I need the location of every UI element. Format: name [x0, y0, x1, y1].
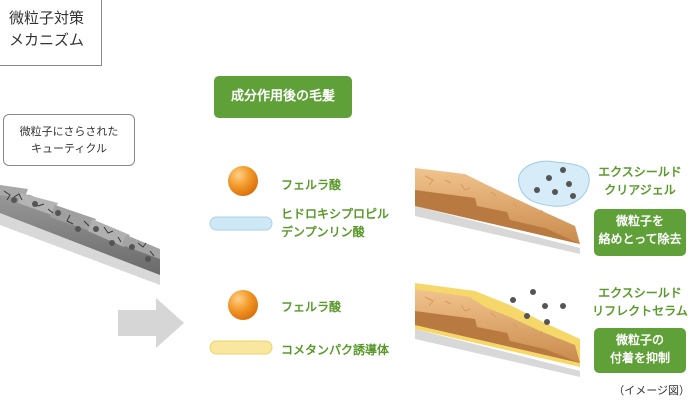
row1-effect-badge: 微粒子を 絡めとって除去 — [594, 209, 686, 256]
floating-particles — [510, 289, 566, 325]
right-arrow-icon — [118, 298, 184, 348]
row1-effect-line-1: 微粒子を — [615, 214, 664, 228]
yellow-capsule-icon — [209, 340, 273, 355]
particle — [145, 256, 151, 262]
particle — [129, 244, 135, 250]
particle — [109, 240, 115, 246]
diagram-title: 微粒子対策 メカニズム — [0, 0, 102, 66]
particle — [75, 226, 81, 232]
particle — [32, 201, 38, 207]
cuticle-label-line-2: キューティクル — [30, 142, 107, 155]
row1-product-name: エクスシールド クリアジェル — [585, 163, 695, 199]
row2-effect-line-2: 付着を抑制 — [609, 351, 670, 365]
row2-product-line-1: エクスシールド — [598, 286, 682, 300]
title-line-2: メカニズム — [9, 31, 85, 49]
blue-capsule-icon — [209, 216, 273, 231]
orange-sphere-icon — [228, 290, 258, 320]
row1-ingredient-2: ヒドロキシプロピル デンプンリン酸 — [281, 205, 389, 241]
row1-product-line-2: クリアジェル — [604, 183, 676, 197]
row2-ingredient-2: コメタンパク誘導体 — [281, 343, 390, 357]
row1-effect-line-2: 絡めとって除去 — [598, 232, 682, 246]
row2-product-name: エクスシールド リフレクトセラム — [585, 284, 695, 320]
after-treatment-header: 成分作用後の毛髪 — [214, 76, 352, 118]
hair-clear-gel-illustration — [415, 168, 580, 254]
cuticle-label-box: 微粒子にさらされた キューティクル — [3, 114, 135, 166]
damaged-cuticle-illustration — [0, 185, 160, 285]
row2-product-line-2: リフレクトセラム — [592, 304, 688, 318]
row1-product-line-1: エクスシールド — [598, 165, 682, 179]
particle — [55, 210, 61, 216]
hair-reflect-serum-illustration — [415, 283, 580, 377]
cuticle-label-line-1: 微粒子にさらされた — [19, 125, 119, 138]
title-line-1: 微粒子対策 — [9, 9, 85, 27]
gel-bubble-icon — [518, 160, 590, 207]
row1-ingredient-2-line-1: ヒドロキシプロピル — [281, 207, 390, 221]
row1-ingredient-1: フェルラ酸 — [281, 178, 342, 192]
particle — [93, 226, 99, 232]
orange-sphere-icon — [228, 166, 258, 196]
image-caption: （イメージ図） — [613, 384, 690, 397]
particle — [11, 197, 17, 203]
row2-effect-badge: 微粒子の 付着を抑制 — [594, 328, 686, 373]
row2-ingredient-1: フェルラ酸 — [281, 300, 342, 314]
row1-ingredient-2-line-2: デンプンリン酸 — [281, 225, 365, 239]
row2-effect-line-1: 微粒子の — [615, 333, 664, 347]
